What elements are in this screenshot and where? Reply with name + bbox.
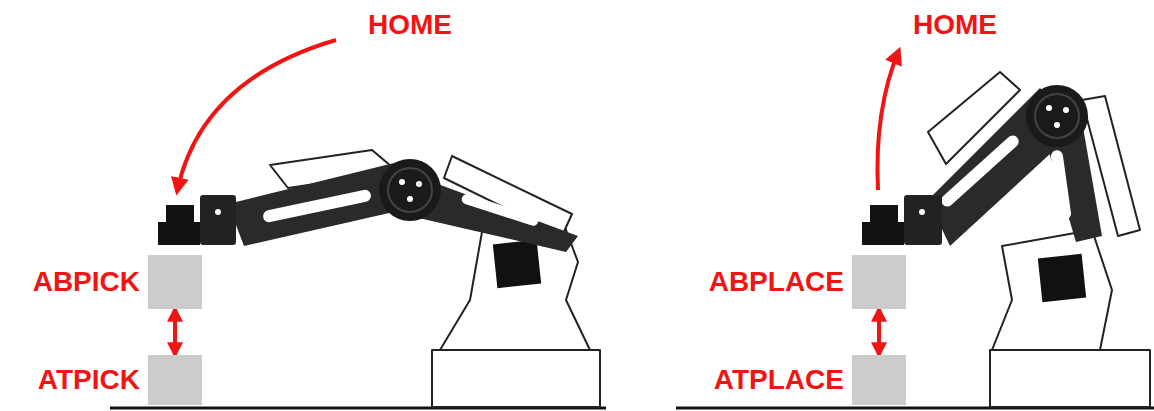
home-arrow bbox=[177, 40, 336, 192]
home-arrow bbox=[877, 50, 899, 190]
position-label: ABPICK bbox=[33, 268, 140, 296]
position-label: ATPLACE bbox=[714, 366, 844, 394]
travel-arrow bbox=[173, 309, 177, 355]
position-block: ATPICK bbox=[148, 355, 202, 405]
home-label: HOME bbox=[913, 11, 997, 39]
home-label: HOME bbox=[368, 11, 452, 39]
position-block: ABPLACE bbox=[852, 255, 906, 309]
travel-arrow bbox=[877, 309, 881, 355]
position-block: ABPICK bbox=[148, 255, 202, 309]
position-block: ATPLACE bbox=[852, 355, 906, 405]
position-label: ABPLACE bbox=[709, 268, 844, 296]
robot-arm-pick bbox=[158, 150, 600, 407]
position-label: ATPICK bbox=[38, 366, 140, 394]
